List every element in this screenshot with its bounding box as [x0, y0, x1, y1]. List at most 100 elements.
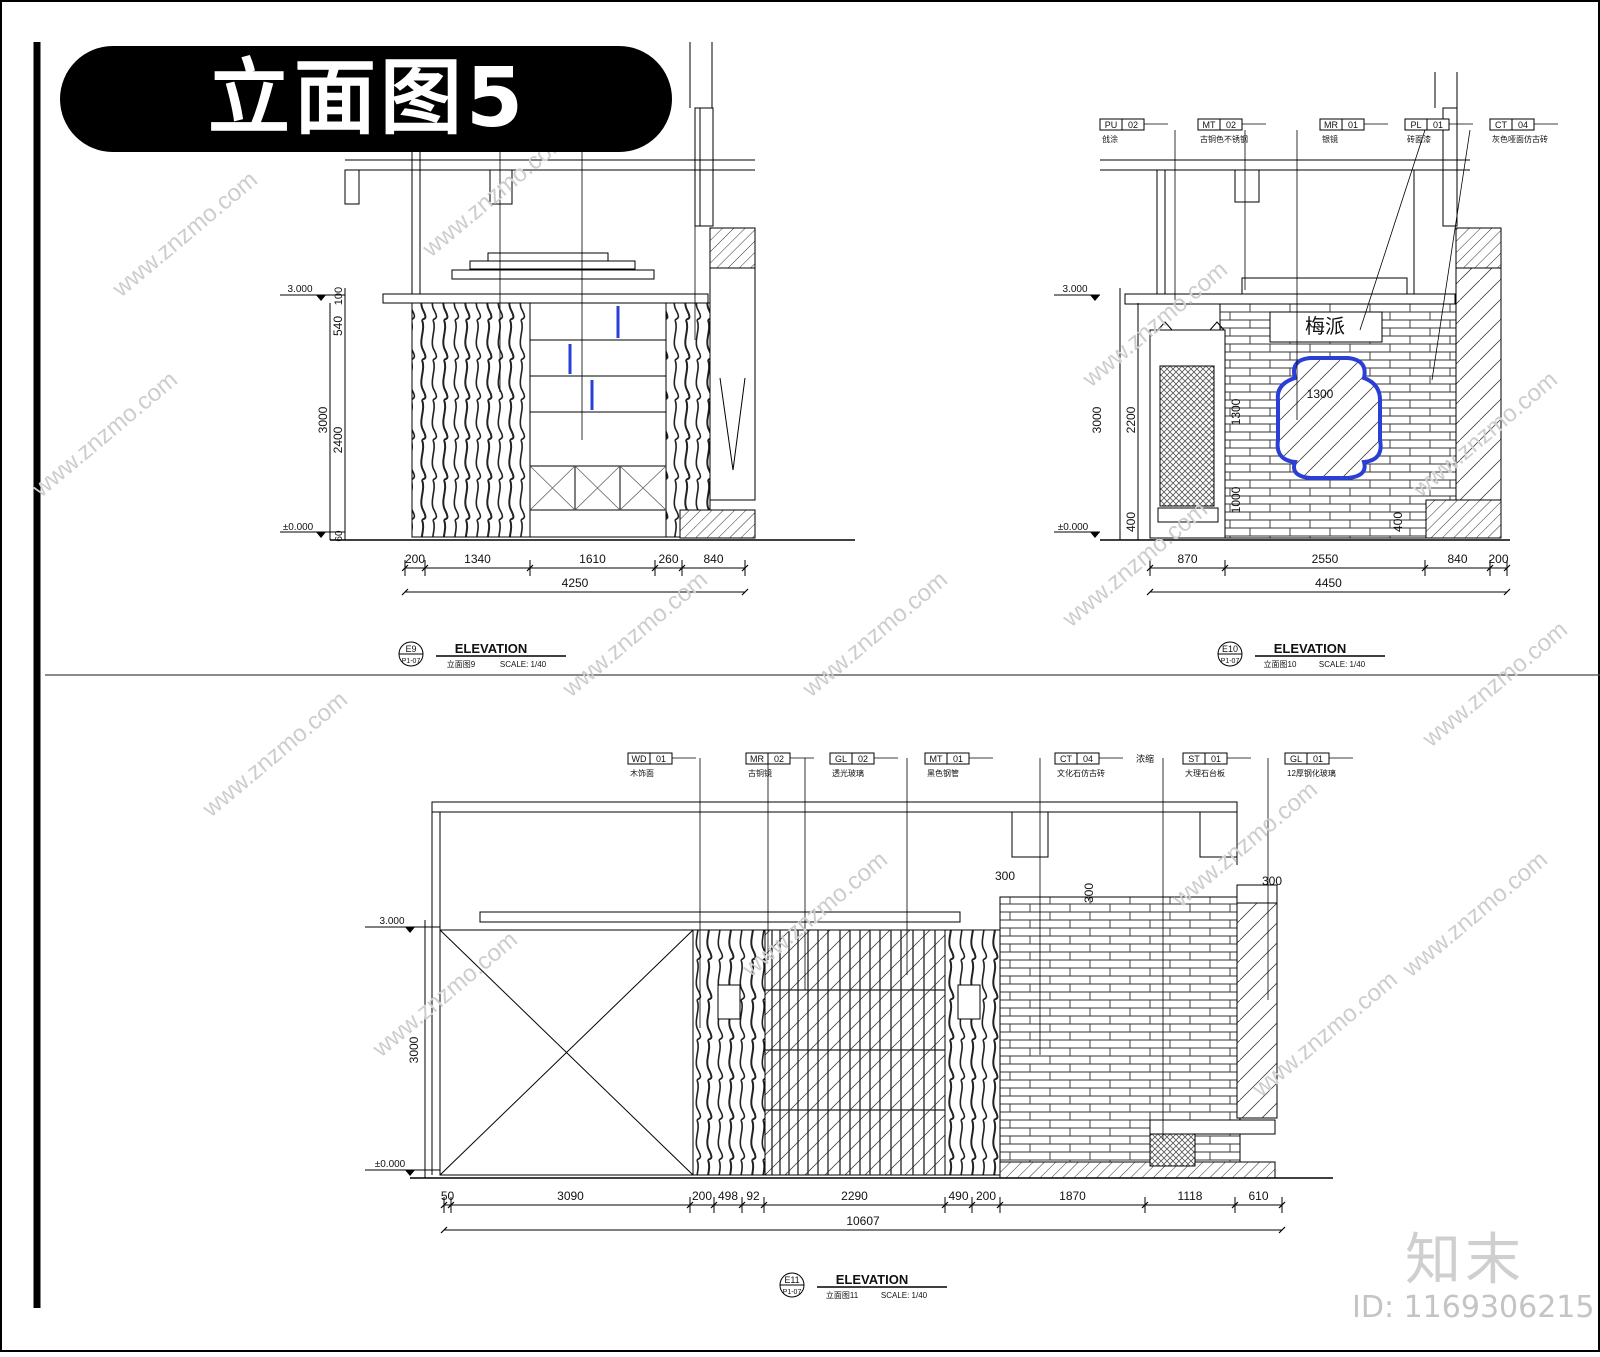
watermark-text: www.znzmo.com [27, 366, 183, 503]
dimension-label: 100 [333, 287, 345, 305]
material-code: GL [835, 754, 847, 764]
material-number: 04 [1083, 754, 1093, 764]
material-number: 01 [1433, 120, 1443, 130]
watermark-text: www.znzmo.com [1417, 616, 1573, 753]
title-banner [60, 46, 672, 152]
material-number: 02 [858, 754, 868, 764]
dimension-label: 300 [1262, 874, 1282, 888]
material-code: ST [1188, 754, 1200, 764]
material-code: MR [1324, 120, 1338, 130]
material-desc: 文化石仿古砖 [1057, 768, 1105, 778]
watermark-logo: 知末 [1405, 1228, 1525, 1293]
detail-sheet: P1-07 [783, 1289, 802, 1296]
level-mark: 3.000 [1062, 284, 1087, 295]
dimension-label: 1300 [1229, 398, 1243, 425]
dimension-label: 1340 [464, 552, 491, 566]
detail-tag: E11 [784, 1275, 799, 1285]
material-desc: 古铜色不锈钢 [1200, 134, 1248, 144]
dimension-label: 840 [1447, 552, 1467, 566]
dimension-label: 300 [1082, 883, 1096, 903]
elevation-scale: SCALE: 1/40 [881, 1291, 928, 1300]
dimension-label: 1300 [1307, 387, 1334, 401]
level-mark: 3.000 [287, 284, 312, 295]
material-code: GL [1290, 754, 1302, 764]
material-number: 01 [656, 754, 666, 764]
material-desc: 木饰面 [630, 768, 654, 778]
dimension-label: 92 [746, 1189, 760, 1203]
watermark-text: www.znzmo.com [1397, 846, 1553, 983]
dimension-label: 200 [405, 552, 425, 566]
dimension-label: 840 [703, 552, 723, 566]
material-desc: 银镜 [1322, 134, 1338, 144]
watermark-text: www.znzmo.com [797, 566, 953, 703]
level-mark: 3.000 [379, 916, 404, 927]
dimension-label: 400 [1124, 512, 1138, 532]
dimension-label: 2550 [1312, 552, 1339, 566]
dimension-label: 2400 [331, 426, 345, 453]
material-code: MT [930, 754, 943, 764]
elevation-caption: 立面图11 [826, 1290, 859, 1300]
material-desc: 砖面漆 [1407, 134, 1431, 144]
elevation-heading: ELEVATION [836, 1272, 908, 1287]
material-code: PU [1105, 120, 1118, 130]
elevation-e10 [1054, 72, 1510, 541]
dimension-label: 50 [441, 1189, 455, 1203]
dimension-label: 3000 [316, 406, 330, 433]
material-code: CT [1060, 754, 1072, 764]
dimension-label: 2290 [841, 1189, 868, 1203]
elevation-e11 [365, 758, 1333, 1179]
dimension-label: 490 [948, 1189, 968, 1203]
dimension-label: 60 [334, 530, 345, 542]
elevation-caption: 立面图9 [447, 659, 476, 669]
elevation-scale: SCALE: 1/40 [500, 660, 547, 669]
detail-tag: E9 [405, 644, 416, 654]
elevation-heading: ELEVATION [1274, 641, 1346, 656]
level-mark: ±0.000 [283, 522, 314, 533]
dimension-label: 1610 [579, 552, 606, 566]
material-desc: 灰色哑面仿古砖 [1492, 134, 1548, 144]
annotation-note: 浓缩 [1136, 753, 1154, 764]
material-code: WD [632, 754, 647, 764]
material-code: MT [1203, 120, 1216, 130]
detail-sheet: P1-07 [1221, 658, 1240, 665]
dimension-label: 1118 [1178, 1189, 1203, 1203]
material-number: 01 [953, 754, 963, 764]
dimension-label: 200 [976, 1189, 996, 1203]
material-number: 02 [774, 754, 784, 764]
level-mark: ±0.000 [1058, 522, 1089, 533]
dimension-label: 400 [1391, 512, 1405, 532]
sheet-title: 立面图5 [208, 51, 528, 146]
dimension-label: 1000 [1229, 486, 1243, 513]
dimension-label: 3000 [1090, 406, 1104, 433]
material-number: 01 [1313, 754, 1323, 764]
material-desc: 黑色钢管 [927, 768, 959, 778]
material-number: 02 [1226, 120, 1236, 130]
material-code: PL [1410, 120, 1421, 130]
dimension-total: 10607 [846, 1214, 880, 1228]
elevation-heading: ELEVATION [455, 641, 527, 656]
dimension-label: 200 [692, 1189, 712, 1203]
dimension-label: 200 [1488, 552, 1508, 566]
material-code: CT [1495, 120, 1507, 130]
dimension-label: 260 [658, 552, 678, 566]
dimension-label: 3090 [557, 1189, 584, 1203]
detail-tag: E10 [1222, 644, 1238, 654]
material-desc: 古铜镜 [748, 768, 772, 778]
material-desc: 戗涂 [1102, 134, 1118, 144]
dimension-total: 4250 [562, 576, 589, 590]
elevation-caption: 立面图10 [1264, 659, 1297, 669]
material-number: 01 [1348, 120, 1358, 130]
elevation-scale: SCALE: 1/40 [1319, 660, 1366, 669]
material-desc: 大理石台板 [1185, 768, 1225, 778]
watermark-text: www.znzmo.com [107, 166, 263, 303]
dimension-label: 870 [1177, 552, 1197, 566]
material-number: 04 [1518, 120, 1528, 130]
dimension-label: 1870 [1059, 1189, 1086, 1203]
dimension-label: 610 [1248, 1189, 1268, 1203]
sign-text: 梅派 [1305, 315, 1345, 338]
material-number: 01 [1211, 754, 1221, 764]
dimension-label: 3000 [407, 1036, 421, 1063]
